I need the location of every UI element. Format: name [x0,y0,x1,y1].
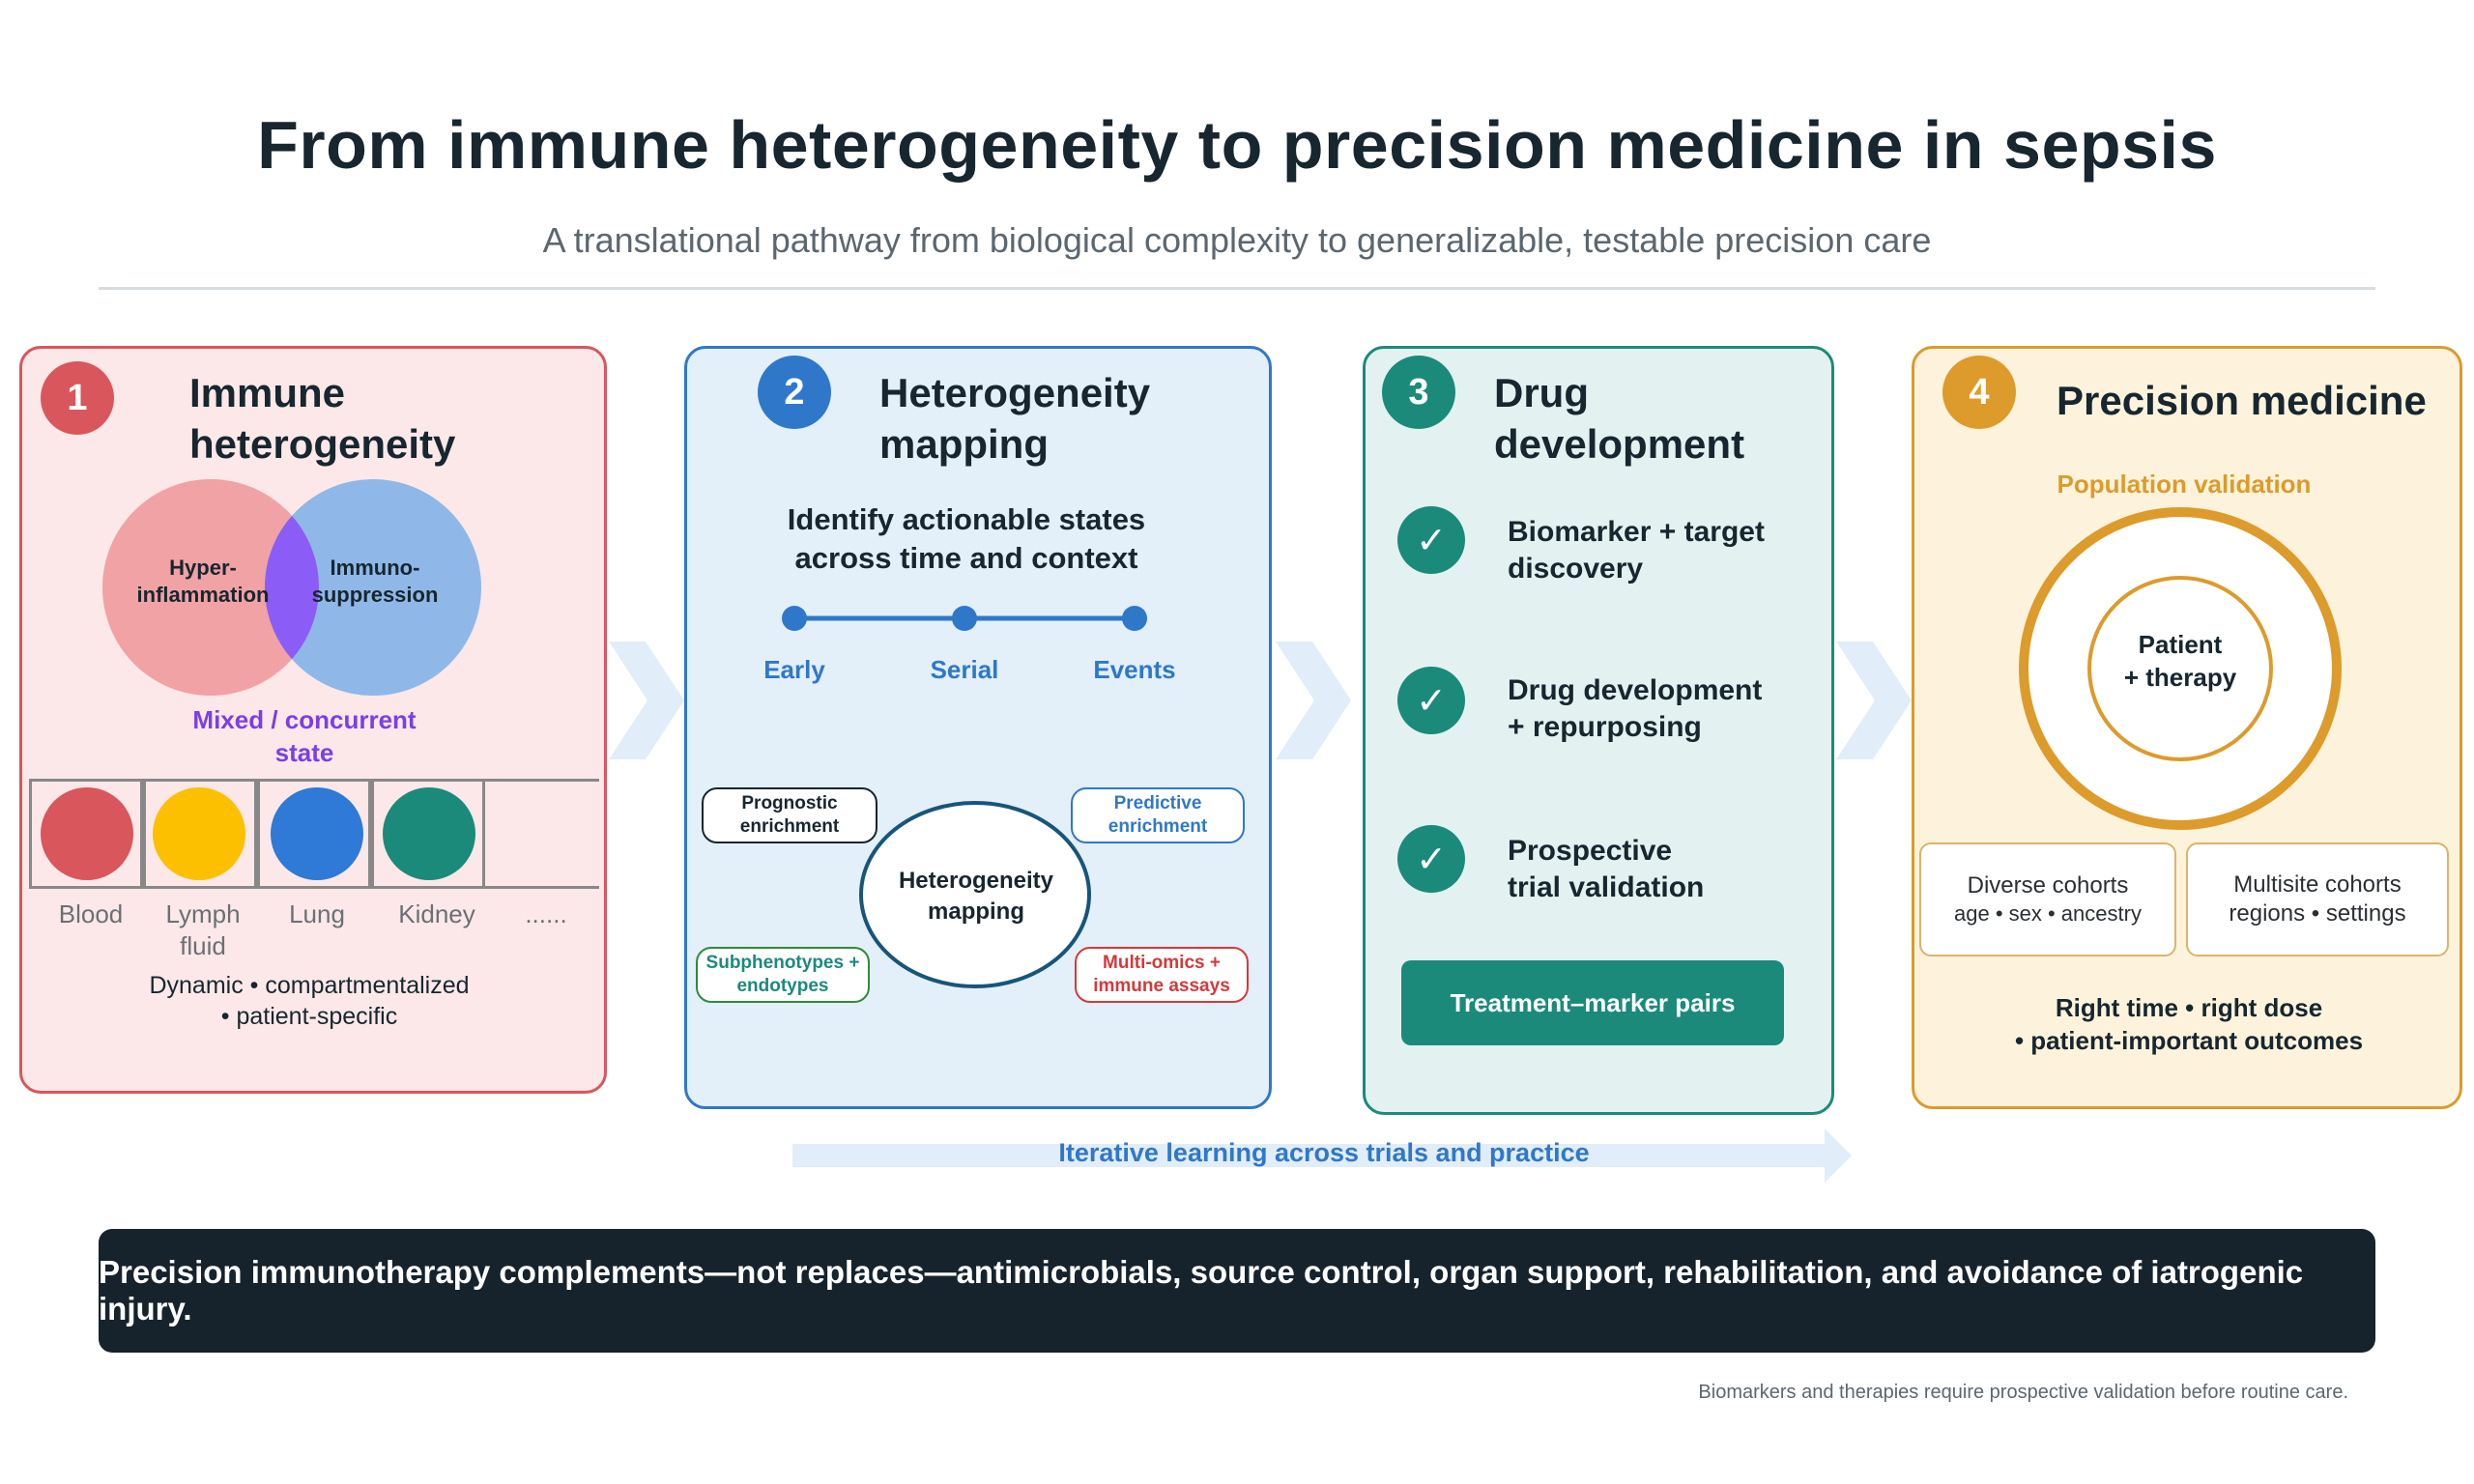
panel-precision-medicine [1912,346,2462,1109]
organ-cell-kidney [371,779,485,889]
population-validation-label: Population validation [2057,470,2312,499]
chevron-right-icon [1836,642,1912,759]
organ-label-blood: Blood [58,899,124,928]
venn-diagram [102,479,481,696]
organ-label-lymph: Lymph fluid [165,899,241,960]
step-number-4: 4 [1942,356,2016,429]
check-icon: ✓ [1397,667,1465,734]
treatment-marker-pairs-button[interactable]: Treatment–marker pairs [1401,960,1784,1045]
panel-immune-heterogeneity [19,346,607,1094]
multisite-cohorts-card: Multisite cohorts regions • settings [2186,842,2449,956]
step-drug-development: Drug development + repurposing [1508,674,1763,743]
multiomics-tag: Multi-omics + immune assays [1075,947,1249,1003]
blood-circle [41,787,133,880]
organ-label-lung: Lung [289,899,345,928]
footnote: Biomarkers and therapies require prospec… [1698,1382,2348,1403]
iterative-learning-label: Iterative learning across trials and pra… [1058,1138,1590,1167]
panel2-title: Heterogeneity mapping [879,370,1151,467]
organ-cell-lung [257,779,371,889]
chevron-right-icon [1276,642,1351,759]
predictive-enrichment-tag: Predictive enrichment [1071,787,1245,843]
diverse-cohorts-detail: age • sex • ancestry [1954,901,2142,926]
panel3-title: Drug development [1494,370,1745,467]
target-rings [2019,507,2342,830]
panel4-caption: Right time • right dose • patient-import… [2014,993,2364,1055]
timeline-serial: Serial [930,655,999,684]
page-title: From immune heterogeneity to precision m… [257,107,2217,183]
kidney-circle [383,787,475,880]
bottom-banner: Precision immunotherapy complements—not … [99,1229,2375,1353]
timeline-events: Events [1093,655,1176,684]
organ-cell-lymph [143,779,257,889]
step-number-1: 1 [41,361,114,435]
chevron-right-icon [609,642,684,759]
diverse-cohorts-card: Diverse cohorts age • sex • ancestry [1919,842,2176,956]
panel4-title: Precision medicine [2057,378,2427,423]
step-number-2: 2 [758,356,831,429]
timeline-early: Early [763,655,825,684]
step-biomarker-discovery: Biomarker + target discovery [1508,516,1765,585]
organ-label-kidney: Kidney [398,899,475,928]
lymph-circle [153,787,245,880]
venn-right-label: Immuno- suppression [311,556,439,607]
multisite-cohorts-detail: regions • settings [2229,900,2406,927]
mapping-center-label: Heterogeneity mapping [898,868,1054,925]
header-divider [99,287,2375,290]
timeline [782,606,1147,631]
panel2-lead: Identify actionable states across time a… [787,502,1146,575]
organ-cell-blood [29,779,143,889]
organ-label-more: ...... [525,899,567,928]
page-subtitle: A translational pathway from biological … [542,220,1932,260]
mapping-ellipse [859,801,1091,988]
panel1-caption: Dynamic • compartmentalized • patient-sp… [149,972,470,1030]
lung-circle [271,787,363,880]
check-icon: ✓ [1397,825,1465,893]
diverse-cohorts-title: Diverse cohorts [1967,872,2129,899]
step-number-3: 3 [1382,356,1455,429]
venn-left-label: Hyper- inflammation [136,556,270,607]
panel1-title: Immune heterogeneity [189,370,456,467]
mixed-state-label: Mixed / concurrent state [192,705,417,767]
step-trial-validation: Prospective trial validation [1508,835,1705,903]
check-icon: ✓ [1397,506,1465,574]
prognostic-enrichment-tag: Prognostic enrichment [702,787,877,843]
patient-therapy-label: Patient + therapy [2123,630,2237,692]
subphenotypes-tag: Subphenotypes + endotypes [696,947,870,1003]
multisite-cohorts-title: Multisite cohorts [2233,871,2402,898]
iterative-learning-arrow [792,1128,1852,1183]
